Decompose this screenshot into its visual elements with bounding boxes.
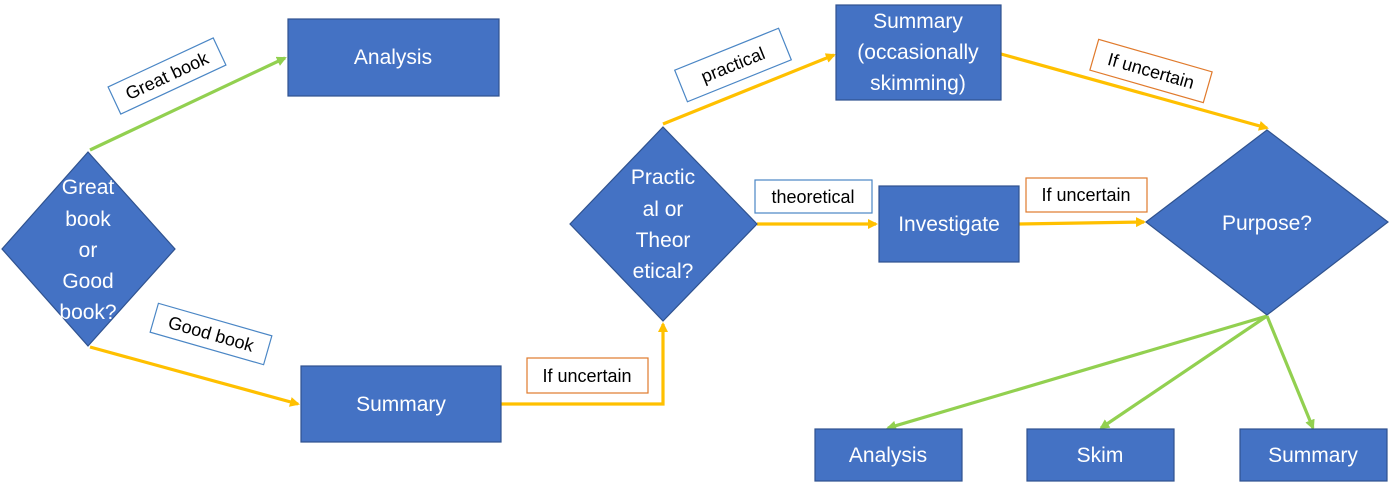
node-purpose-label: Purpose? xyxy=(1222,212,1312,235)
node-summary-skim: Summary (occasionally skimming) xyxy=(835,4,1002,101)
edge-great-book xyxy=(89,56,287,152)
node-great-or-good: Great book or Good book? xyxy=(1,151,176,347)
node-great-or-good-line-5: book? xyxy=(59,301,116,324)
label-theoretical: theoretical xyxy=(754,179,873,214)
node-practical-line-1: Practic xyxy=(631,166,695,189)
node-great-or-good-line-4: Good xyxy=(62,270,113,293)
label-if-uncertain-3: If uncertain xyxy=(1025,177,1148,213)
label-if-uncertain-1: If uncertain xyxy=(526,357,649,394)
label-if-uncertain-1-text: If uncertain xyxy=(542,366,631,386)
node-analysis-out: Analysis xyxy=(814,428,963,482)
node-analysis-top-label: Analysis xyxy=(354,46,432,69)
node-summary-bottom-label: Summary xyxy=(356,393,446,416)
node-skim-out-label: Skim xyxy=(1077,444,1124,467)
edge-purpose-to-skim xyxy=(1099,314,1268,430)
node-practical-line-3: Theor xyxy=(636,229,691,252)
node-practical-line-2: al or xyxy=(643,198,684,221)
edge-investigate-to-purpose xyxy=(1018,217,1146,228)
label-theoretical-text: theoretical xyxy=(771,187,854,207)
label-good-book: Good book xyxy=(149,302,273,366)
node-great-or-good-line-1: Great xyxy=(62,176,115,199)
node-practical-or-theoretical: Practic al or Theor etical? xyxy=(569,126,758,322)
node-summary-out-label: Summary xyxy=(1268,444,1358,467)
edge-summary-to-practical xyxy=(501,322,668,406)
node-purpose: Purpose? xyxy=(1145,129,1389,316)
node-practical-line-4: etical? xyxy=(633,260,694,283)
node-summary-bottom: Summary xyxy=(300,365,502,443)
node-summary-skim-line-3: skimming) xyxy=(870,72,966,95)
edges xyxy=(89,52,1315,431)
label-practical: practical xyxy=(673,27,793,103)
edge-summary-skim-to-purpose xyxy=(1000,52,1269,131)
node-analysis-out-label: Analysis xyxy=(849,444,927,467)
edge-practical xyxy=(662,53,836,126)
edge-good-book xyxy=(89,345,300,407)
edge-purpose-to-analysis xyxy=(886,314,1268,431)
node-analysis-top: Analysis xyxy=(287,18,500,97)
label-if-uncertain-2: If uncertain xyxy=(1089,38,1213,104)
node-summary-skim-line-1: Summary xyxy=(873,10,963,33)
node-investigate: Investigate xyxy=(878,185,1020,263)
node-skim-out: Skim xyxy=(1026,428,1175,482)
node-great-or-good-line-2: book xyxy=(65,208,111,231)
node-summary-out: Summary xyxy=(1239,428,1388,482)
edge-purpose-to-summary xyxy=(1265,315,1315,430)
node-summary-skim-line-2: (occasionally xyxy=(857,41,979,64)
node-great-or-good-line-3: or xyxy=(79,239,98,262)
node-investigate-label: Investigate xyxy=(898,213,1000,236)
label-if-uncertain-3-text: If uncertain xyxy=(1041,185,1130,205)
label-great-book: Great book xyxy=(107,37,227,115)
